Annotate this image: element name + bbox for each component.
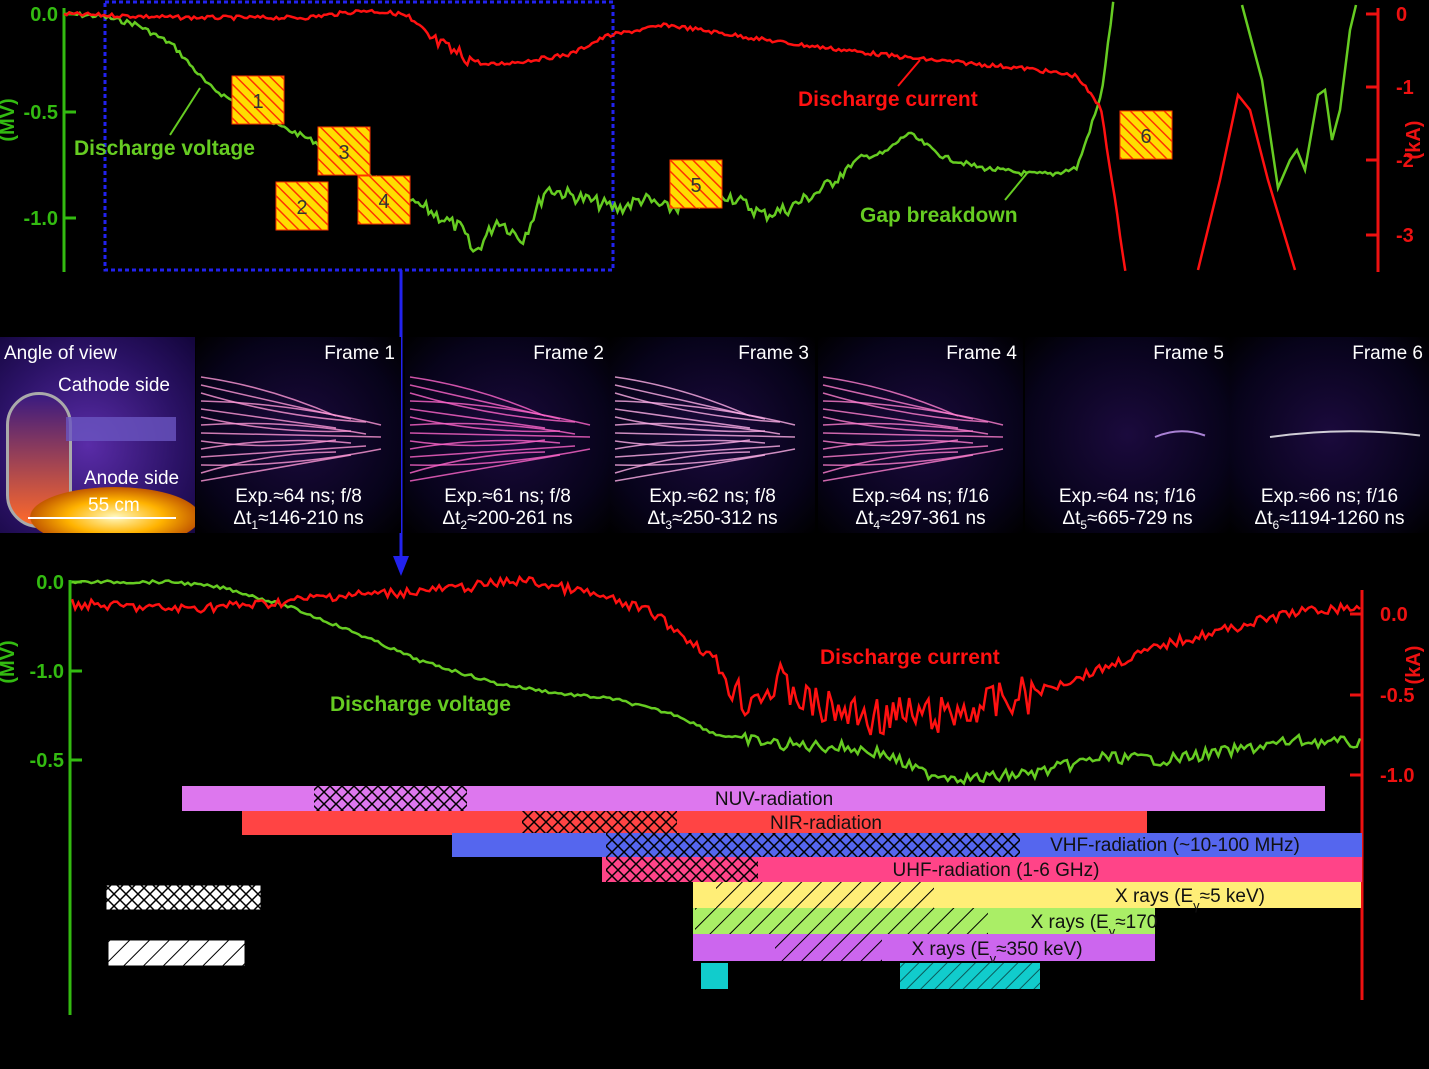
frame-exposure: Exp.≈64 ns; f/8 [235, 486, 362, 507]
top-voltage-breakdown-trace [1240, 4, 1358, 193]
legend-crosshatch-pattern [106, 885, 261, 910]
cathode-label: Cathode side [58, 375, 170, 396]
bottom-current-trace [70, 574, 1361, 736]
emission-bar-label: VHF-radiation (~10-100 MHz) [1050, 835, 1300, 856]
emission-bar-label: X rays (Eγ≈350 keV) [911, 939, 1082, 966]
top-current-annotation: Discharge current [798, 88, 978, 111]
frame-marker-4 [357, 175, 411, 225]
teal-bar-2-hatch [900, 963, 1040, 989]
frame-interval: Δt5≈665-729 ns [1062, 508, 1193, 532]
frame-title: Frame 2 [533, 343, 604, 364]
emission-bar-8 [701, 963, 728, 989]
frame-marker-2 [275, 181, 329, 231]
frame-marker-3 [317, 126, 371, 176]
scale-bar [28, 517, 176, 519]
top-current-pointer [897, 59, 921, 87]
top-breakdown-pointer [1004, 171, 1029, 201]
axis-tick-label: -1.0 [30, 661, 64, 683]
axis-tick-label: -2 [1396, 150, 1414, 172]
bottom-right-axis-label: (kA) [1403, 646, 1425, 685]
emission-bar-7 [693, 934, 1155, 961]
frame-strip: Angle of view Cathode side Anode side 55… [0, 337, 1429, 533]
emission-bar-hatch [775, 934, 882, 961]
axis-tick-label: -1.0 [1380, 765, 1414, 787]
axis-tick-label: 0 [1396, 4, 1407, 26]
frame-exposure: Exp.≈62 ns; f/8 [649, 486, 776, 507]
axis-tick-label: -1.0 [24, 208, 58, 230]
zoom-arrow-head [393, 556, 409, 576]
frame-title: Frame 4 [946, 343, 1017, 364]
frame-exposure: Exp.≈64 ns; f/16 [1058, 486, 1197, 507]
frame-marker-5 [669, 159, 723, 209]
anode-glow [30, 487, 195, 533]
angle-of-view-panel: Angle of view Cathode side Anode side 55… [0, 337, 195, 533]
frame-exposure: Exp.≈61 ns; f/8 [444, 486, 571, 507]
frame-marker-label: 1 [252, 91, 263, 113]
frame-marker-6 [1119, 110, 1173, 160]
scale-label: 55 cm [88, 495, 140, 516]
emission-bar-label: NIR-radiation [770, 813, 882, 834]
frame-exposure: Exp.≈66 ns; f/16 [1260, 486, 1399, 507]
frame-interval: Δt2≈200-261 ns [442, 508, 573, 532]
frame-marker-label: 4 [378, 191, 389, 213]
emission-bar-hatch [522, 811, 677, 835]
frame-interval: Δt4≈297-361 ns [855, 508, 986, 532]
frame-marker-label: 5 [690, 175, 701, 197]
view-title: Angle of view [4, 343, 118, 364]
top-breakdown-annotation: Gap breakdown [860, 204, 1018, 227]
axis-tick-label: -1 [1396, 77, 1414, 99]
frame-exposure: Exp.≈64 ns; f/16 [851, 486, 990, 507]
bottom-voltage-trace [71, 579, 1362, 786]
emission-bar-hatch [606, 833, 1020, 857]
bottom-current-annotation: Discharge current [820, 646, 1000, 669]
frame-interval: Δt3≈250-312 ns [647, 508, 778, 532]
frame-marker-1 [231, 75, 285, 125]
emission-bar-label: NUV-radiation [715, 789, 833, 810]
emission-bar-hatch [314, 786, 467, 811]
top-voltage-annotation: Discharge voltage [74, 137, 255, 160]
axis-tick-label: 0.0 [30, 4, 58, 26]
frame-marker-label: 6 [1140, 126, 1151, 148]
bottom-left-axis-label: (MV) [0, 640, 19, 683]
frame-marker-label: 3 [338, 142, 349, 164]
top-current-trace [63, 8, 1127, 271]
axis-tick-label: -3 [1396, 225, 1414, 247]
bottom-chart: 0.0 -1.0 -0.5 (MV) 0.0 -0.5 -1.0 (kA) Discha… [0, 572, 1425, 1015]
emission-bar-hatch [695, 908, 988, 934]
frame-title: Frame 1 [324, 343, 395, 364]
frame-interval: Δt1≈146-210 ns [233, 508, 364, 532]
chamber-window [66, 417, 176, 441]
emission-bar-label: UHF-radiation (1-6 GHz) [893, 860, 1100, 881]
emission-bar-2 [242, 811, 1147, 835]
frame-title: Frame 5 [1153, 343, 1224, 364]
axis-tick-label: -0.5 [24, 102, 58, 124]
bottom-voltage-annotation: Discharge voltage [330, 693, 511, 716]
top-right-axis-label: (kA) [1403, 121, 1425, 160]
frame-interval: Δt6≈1194-1260 ns [1254, 508, 1405, 532]
axis-tick-label: 0.0 [1380, 604, 1408, 626]
legend-diaghatch-pattern [108, 940, 245, 966]
axis-tick-label: -0.5 [1380, 685, 1414, 707]
top-chart: 0.0 -0.5 -1.0 (MV) 0 -1 -2 -3 (kA) Discharge … [0, 0, 1425, 272]
top-current-breakdown-trace [1196, 92, 1297, 271]
axis-tick-label: 0.0 [36, 572, 64, 594]
frame-title: Frame 6 [1352, 343, 1423, 364]
frame-marker-label: 2 [296, 197, 307, 219]
emission-bar-hatch [606, 857, 758, 882]
zoom-box [103, 0, 615, 272]
top-left-axis-label: (MV) [0, 98, 19, 141]
frame-title: Frame 3 [738, 343, 809, 364]
top-voltage-pointer [169, 87, 201, 136]
axis-tick-label: -0.5 [30, 750, 64, 772]
emission-bar-hatch [716, 882, 934, 908]
anode-label: Anode side [84, 468, 180, 489]
